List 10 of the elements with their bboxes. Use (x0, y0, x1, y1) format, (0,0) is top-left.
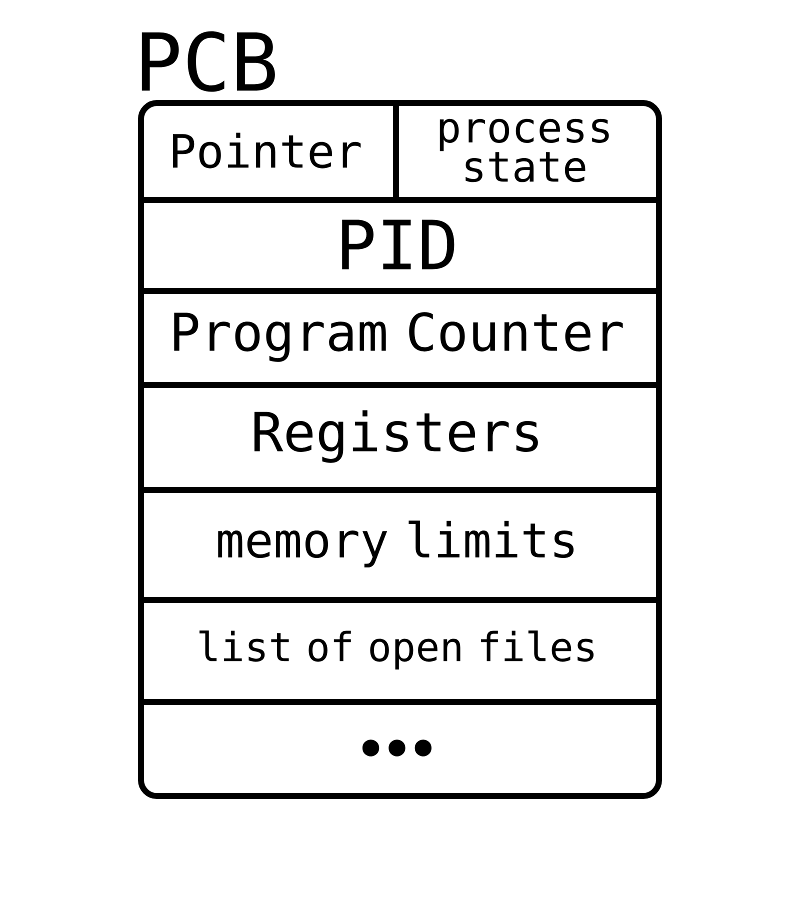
field-cell: process state (440, 118, 609, 182)
field-cell: PID (342, 220, 454, 270)
field-cell: ● ● ● (362, 740, 432, 756)
field-cell: Pointer (173, 132, 361, 168)
title: PCB (142, 31, 275, 92)
field-cell: list of open files (200, 630, 594, 670)
pcb-table (138, 31, 662, 799)
field-cell: memory limits (218, 520, 574, 568)
field-cell: Registers (254, 410, 538, 463)
field-cell: Program Counter (174, 312, 623, 362)
